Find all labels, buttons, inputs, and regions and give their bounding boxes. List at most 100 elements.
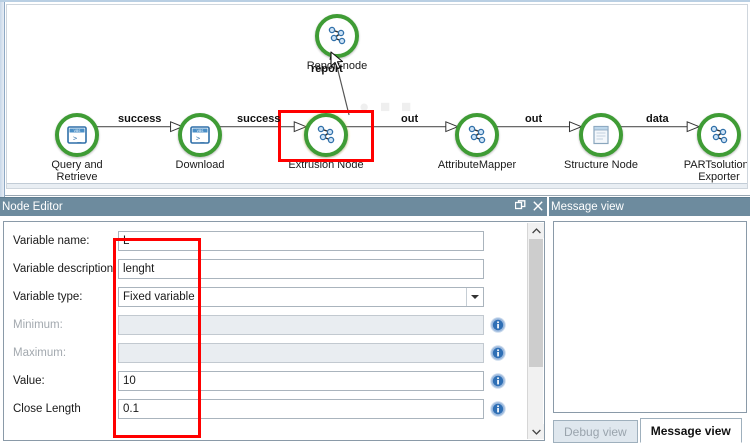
node-ring	[304, 113, 348, 157]
label-variable-description: Variable description:	[13, 262, 117, 275]
workflow-node-partsolutions-exporter[interactable]: PARTsolutions Exporter	[664, 113, 748, 183]
tab-message-view[interactable]: Message view	[639, 418, 742, 443]
node-label: AttributeMapper	[437, 159, 517, 171]
message-view-header: Message view	[549, 197, 750, 216]
close-icon[interactable]	[533, 201, 543, 215]
node-label-line1: Query and	[51, 159, 103, 171]
node-disc	[455, 113, 499, 157]
svg-text:VBS: VBS	[74, 129, 81, 133]
form-row-variable-description: Variable description: lenght	[4, 256, 514, 281]
dock-area: Node Editor	[0, 197, 750, 443]
workflow-node-query-and-retrieve[interactable]: VBS >_ Query and Retrieve	[22, 113, 132, 183]
node-editor-vertical-scrollbar[interactable]	[527, 223, 544, 439]
graph-node-icon	[468, 125, 486, 144]
node-editor-header-buttons	[514, 198, 543, 216]
label-close-length: Close Length	[13, 402, 81, 415]
info-icon-maximum[interactable]	[490, 344, 506, 361]
edge-label-success-1: success	[118, 113, 162, 125]
node-label: Extrusion Node	[288, 159, 364, 171]
node-ring	[697, 113, 741, 157]
node-disc	[697, 113, 741, 157]
workflow-canvas[interactable]: ● ■ ■ VBS >_ Query and Re	[6, 4, 748, 189]
form-row-variable-name: Variable name: L	[4, 228, 514, 253]
graph-node-icon	[328, 26, 346, 45]
workflow-node-structure-node[interactable]: Structure Node	[546, 113, 656, 171]
input-maximum	[118, 342, 484, 363]
scrollbar-thumb[interactable]	[529, 239, 543, 367]
input-variable-name[interactable]: L	[118, 230, 484, 251]
workflow-connections	[92, 5, 747, 188]
node-disc	[579, 113, 623, 157]
form-row-maximum: Maximum:	[4, 340, 514, 365]
chevron-down-icon[interactable]	[528, 424, 544, 439]
node-label: PARTsolutions Exporter	[664, 159, 748, 183]
select-variable-type[interactable]: Fixed variable	[118, 286, 484, 307]
svg-text:VBS: VBS	[197, 129, 204, 133]
workflow-node-extrusion-node[interactable]: Extrusion Node	[271, 111, 381, 171]
input-value[interactable]: 10	[118, 370, 484, 391]
edge-label-data: data	[646, 113, 669, 125]
node-ring	[315, 14, 359, 58]
edge-label-out-1: out	[401, 113, 419, 125]
node-label-line2: Exporter	[698, 171, 740, 183]
input-variable-description[interactable]: lenght	[118, 258, 484, 279]
node-editor-body: Variable name: L Variable description: l…	[3, 221, 545, 441]
edge-label-report: report	[311, 63, 343, 75]
edge-label-success-2: success	[237, 113, 281, 125]
float-icon[interactable]	[514, 200, 526, 215]
node-editor-title: Node Editor	[2, 201, 63, 213]
canvas-bottom-strip	[7, 183, 747, 188]
mouse-cursor-icon	[330, 51, 344, 70]
workflow-node-download[interactable]: VBS >_ Download	[145, 113, 255, 171]
node-ring: VBS >_	[55, 113, 99, 157]
label-variable-type: Variable type:	[13, 290, 83, 303]
info-icon-minimum[interactable]	[490, 316, 506, 333]
node-ring: VBS >_	[178, 113, 222, 157]
node-label-line2: Retrieve	[56, 171, 98, 183]
chevron-up-icon[interactable]	[528, 223, 544, 238]
node-ring	[455, 113, 499, 157]
label-maximum: Maximum:	[13, 346, 67, 359]
workflow-canvas-container: ● ■ ■ VBS >_ Query and Re	[0, 0, 750, 198]
message-view-tabbar: Debug view Message view	[553, 415, 747, 443]
message-view-pane: Message view Debug view Message view	[549, 197, 750, 443]
info-icon-close-length[interactable]	[490, 400, 506, 417]
node-label: Structure Node	[564, 159, 638, 171]
node-editor-pane: Node Editor	[0, 197, 547, 443]
vbs-script-icon: VBS >_	[67, 126, 87, 144]
label-value: Value:	[13, 374, 45, 387]
variable-form-rows: Variable name: L Variable description: l…	[4, 228, 514, 440]
node-disc: VBS >_	[55, 113, 99, 157]
graph-node-icon	[710, 125, 728, 144]
svg-text:>_: >_	[73, 135, 82, 143]
tab-debug-view[interactable]: Debug view	[553, 420, 638, 443]
node-editor-form: Variable name: L Variable description: l…	[4, 222, 544, 440]
node-label: Download	[175, 159, 225, 171]
label-minimum: Minimum:	[13, 318, 63, 331]
node-editor-header: Node Editor	[0, 197, 547, 216]
vbs-script-icon: VBS >_	[190, 126, 210, 144]
node-ring	[579, 113, 623, 157]
input-close-length[interactable]: 0.1	[118, 398, 484, 419]
structure-doc-icon	[593, 125, 609, 145]
form-row-close-length: Close Length 0.1	[4, 396, 514, 421]
form-row-value: Value: 10	[4, 368, 514, 393]
message-view-content[interactable]	[553, 221, 747, 413]
chevron-down-icon[interactable]	[466, 287, 483, 306]
svg-text:>_: >_	[196, 135, 205, 143]
input-minimum	[118, 314, 484, 335]
canvas-left-rail	[0, 2, 5, 198]
node-label: Query and Retrieve	[22, 159, 132, 183]
node-disc	[301, 111, 351, 159]
form-row-minimum: Minimum:	[4, 312, 514, 337]
select-variable-type-value: Fixed variable	[123, 290, 195, 303]
graph-node-icon	[317, 125, 335, 144]
node-disc: VBS >_	[178, 113, 222, 157]
info-icon-value[interactable]	[490, 372, 506, 389]
workflow-node-attributemapper[interactable]: AttributeMapper	[422, 113, 532, 171]
form-row-variable-type: Variable type: Fixed variable	[4, 284, 514, 309]
message-view-title: Message view	[551, 201, 624, 213]
node-label-line1: PARTsolutions	[683, 159, 748, 171]
label-variable-name: Variable name:	[13, 234, 90, 247]
